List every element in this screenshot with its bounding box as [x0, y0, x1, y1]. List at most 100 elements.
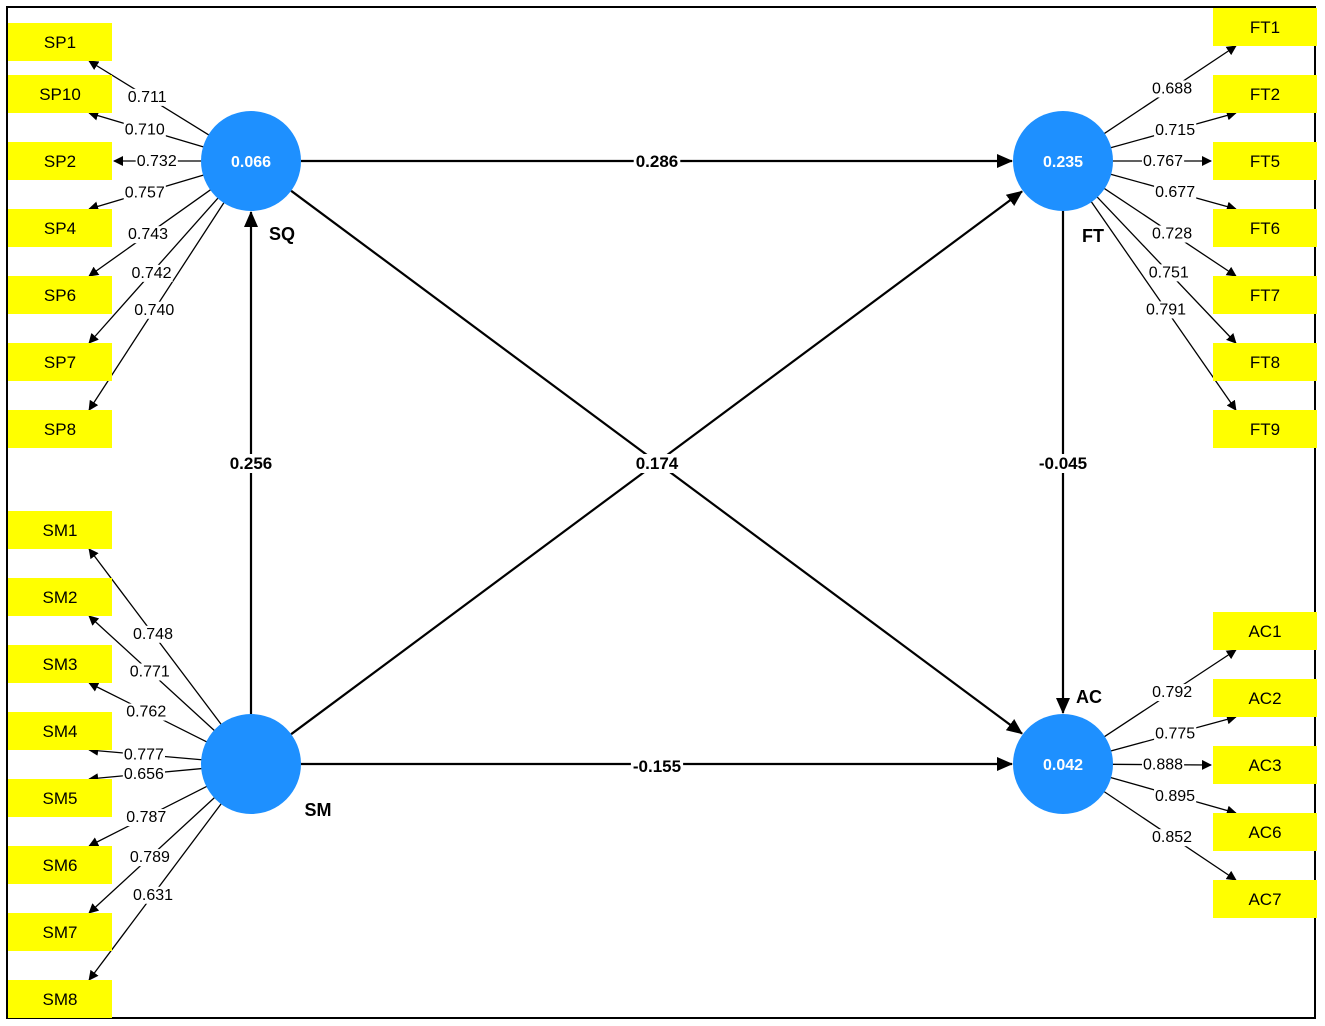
loading-value-sp7: 0.742: [131, 265, 171, 282]
loading-value-sm5: 0.656: [124, 766, 164, 783]
indicator-label-sm8: SM8: [43, 990, 78, 1009]
indicator-box-sp4[interactable]: [8, 209, 112, 247]
loading-value-bg: [126, 88, 168, 106]
indicator-box-ft5[interactable]: [1213, 142, 1317, 180]
loading-value-sm6: 0.787: [126, 809, 166, 826]
loading-value-sp1: 0.711: [128, 89, 167, 106]
loading-value-bg: [1154, 725, 1197, 743]
indicators-layer: SP1SP10SP2SP4SP6SP7SP8FT1FT2FT5FT6FT7FT8…: [8, 8, 1317, 1018]
indicator-box-sm2[interactable]: [8, 578, 112, 616]
loading-value-bg: [133, 301, 176, 319]
indicator-label-sp8: SP8: [44, 420, 76, 439]
loading-value-ac3: 0.888: [1143, 757, 1183, 774]
indicator-label-sp6: SP6: [44, 286, 76, 305]
loading-value-ac1: 0.792: [1152, 684, 1192, 701]
path-coefficient-bg: [630, 757, 684, 776]
indicator-box-ft2[interactable]: [1213, 75, 1317, 113]
indicator-box-ft8[interactable]: [1213, 343, 1317, 381]
loading-value-bg: [1141, 756, 1185, 774]
loading-value-sm8: 0.631: [133, 887, 173, 904]
construct-name-sq: SQ: [269, 224, 295, 244]
loading-value-bg: [123, 121, 166, 139]
loading-value-bg: [1145, 301, 1188, 319]
indicator-label-ac7: AC7: [1248, 890, 1281, 909]
loading-value-bg: [1151, 684, 1194, 702]
loading-value-ac2: 0.775: [1155, 726, 1195, 743]
loading-value-bg: [1154, 184, 1197, 202]
path-coefficient-sm-ft: 0.174: [636, 454, 679, 473]
indicator-label-sm5: SM5: [43, 789, 78, 808]
labels-layer: 0.7110.7100.7320.7570.7430.7420.7400.688…: [122, 80, 1197, 904]
loading-value-sm3: 0.762: [126, 704, 166, 721]
indicator-box-ft6[interactable]: [1213, 209, 1317, 247]
indicator-box-sm4[interactable]: [8, 712, 112, 750]
loading-value-bg: [135, 153, 178, 170]
loading-value-bg: [122, 746, 165, 764]
indicator-label-sm6: SM6: [43, 856, 78, 875]
indicator-box-sp6[interactable]: [8, 276, 112, 314]
path-coefficient-sm-sq: 0.256: [230, 454, 273, 473]
loading-value-ft2: 0.715: [1155, 122, 1195, 139]
indicator-label-sm3: SM3: [43, 655, 78, 674]
loading-value-bg: [128, 849, 171, 867]
indicator-box-sm1[interactable]: [8, 511, 112, 549]
loading-value-sp4: 0.757: [125, 185, 165, 202]
indicator-label-ft6: FT6: [1250, 219, 1280, 238]
indicator-box-ac2[interactable]: [1213, 679, 1317, 717]
indicator-box-sp1[interactable]: [8, 23, 112, 61]
indicator-label-sm7: SM7: [43, 923, 78, 942]
loading-value-ft5: 0.767: [1143, 153, 1183, 170]
loading-value-bg: [1141, 153, 1185, 170]
indicator-box-ft1[interactable]: [1213, 8, 1317, 46]
indicator-box-ft9[interactable]: [1213, 410, 1317, 448]
indicator-box-ft7[interactable]: [1213, 276, 1317, 314]
indicator-label-sm2: SM2: [43, 588, 78, 607]
construct-name-sm: SM: [305, 800, 332, 820]
loading-value-sp2: 0.732: [137, 153, 177, 170]
indicator-label-sm4: SM4: [43, 722, 78, 741]
loading-value-sm4: 0.777: [124, 747, 164, 764]
loading-value-sp6: 0.743: [128, 226, 168, 243]
construct-sm[interactable]: [201, 714, 301, 814]
loading-value-sp8: 0.740: [134, 302, 174, 319]
indicator-box-sm8[interactable]: [8, 980, 112, 1018]
path-coefficient-bg: [1036, 454, 1090, 473]
path-coefficient-bg: [633, 152, 681, 171]
indicator-label-ft2: FT2: [1250, 85, 1280, 104]
indicator-box-ac1[interactable]: [1213, 612, 1317, 650]
indicator-box-sp8[interactable]: [8, 410, 112, 448]
indicator-box-ac7[interactable]: [1213, 880, 1317, 918]
indicator-label-ft9: FT9: [1250, 420, 1280, 439]
path-coefficient-bg: [633, 454, 681, 473]
indicator-box-ac3[interactable]: [1213, 746, 1317, 784]
path-coefficient-sq-ft: 0.286: [636, 152, 679, 171]
construct-ft[interactable]: [1013, 111, 1113, 211]
indicator-box-sp2[interactable]: [8, 142, 112, 180]
indicator-box-sp7[interactable]: [8, 343, 112, 381]
path-coefficient-ft-ac: -0.045: [1039, 454, 1087, 473]
indicator-box-sm5[interactable]: [8, 779, 112, 817]
indicator-box-sp10[interactable]: [8, 75, 112, 113]
indicator-label-sm1: SM1: [43, 521, 78, 540]
indicator-label-ac3: AC3: [1248, 756, 1281, 775]
loading-value-ft9: 0.791: [1146, 301, 1186, 318]
loading-value-bg: [125, 809, 168, 827]
loading-value-bg: [1154, 787, 1197, 805]
construct-value-ft: 0.235: [1043, 154, 1083, 171]
construct-sq[interactable]: [201, 111, 301, 211]
indicator-label-sp2: SP2: [44, 152, 76, 171]
indicator-label-ft1: FT1: [1250, 18, 1280, 37]
loading-value-bg: [1147, 264, 1190, 282]
indicator-box-sm3[interactable]: [8, 645, 112, 683]
loading-value-sm2: 0.771: [130, 663, 170, 680]
indicator-box-sm7[interactable]: [8, 913, 112, 951]
indicator-label-ac6: AC6: [1248, 823, 1281, 842]
indicator-box-sm6[interactable]: [8, 846, 112, 884]
construct-ac[interactable]: [1013, 714, 1113, 814]
loading-value-bg: [130, 264, 173, 282]
indicator-box-ac6[interactable]: [1213, 813, 1317, 851]
loading-value-bg: [128, 663, 171, 681]
loading-value-bg: [127, 226, 170, 244]
